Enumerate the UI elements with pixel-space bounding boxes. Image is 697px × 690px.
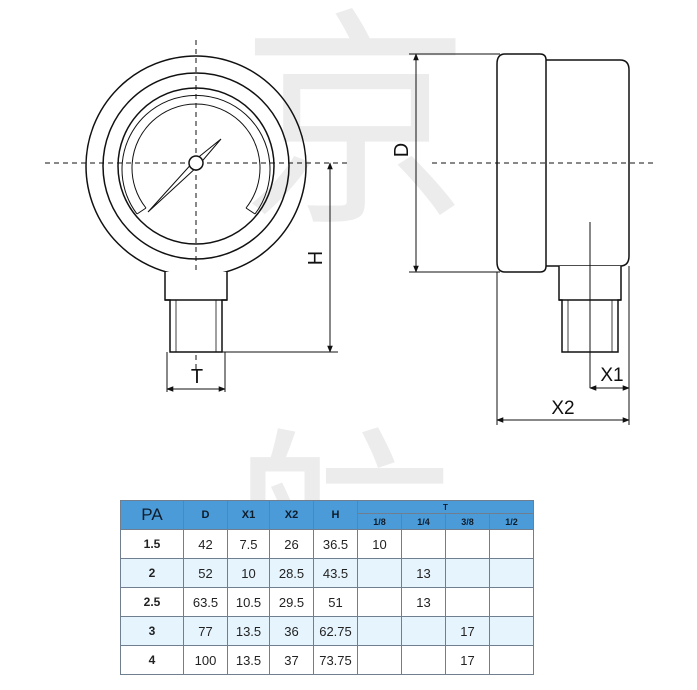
cell-x1: 7.5 xyxy=(227,529,270,559)
cell-pa: 4 xyxy=(120,645,184,675)
header-d: D xyxy=(183,500,228,530)
side-bezel xyxy=(496,53,547,273)
dimension-table: PA D X1 X2 H T 1/8 1/4 3/8 1/2 1.5 42 7.… xyxy=(120,499,534,675)
cell-x2: 36 xyxy=(269,616,314,646)
cell-t: 13 xyxy=(401,587,446,617)
cell-d: 52 xyxy=(183,558,228,588)
cell-t xyxy=(357,616,402,646)
scale-end-left xyxy=(136,207,147,215)
cell-x2: 37 xyxy=(269,645,314,675)
label-X2: X2 xyxy=(551,398,574,419)
cell-d: 100 xyxy=(183,645,228,675)
cell-d: 42 xyxy=(183,529,228,559)
label-X1: X1 xyxy=(600,365,623,386)
cell-t xyxy=(489,616,534,646)
side-case xyxy=(546,59,630,267)
cell-t: 13 xyxy=(401,558,446,588)
cell-t xyxy=(445,529,490,559)
dimension-X1 xyxy=(589,266,630,425)
cell-d: 77 xyxy=(183,616,228,646)
gauge-dial-rim xyxy=(117,87,275,245)
cell-pa: 2.5 xyxy=(120,587,184,617)
table-row: 4 100 13.5 37 73.75 17 xyxy=(120,645,534,675)
cell-t: 17 xyxy=(445,645,490,675)
cell-t xyxy=(445,558,490,588)
cell-pa: 1.5 xyxy=(120,529,184,559)
dimension-X2 xyxy=(496,272,630,425)
cell-t xyxy=(445,587,490,617)
cell-t xyxy=(489,529,534,559)
cell-x2: 28.5 xyxy=(269,558,314,588)
cell-x1: 10.5 xyxy=(227,587,270,617)
header-t-1-4: 1/4 xyxy=(401,513,446,530)
cell-t xyxy=(401,645,446,675)
table-row: 3 77 13.5 36 62.75 17 xyxy=(120,616,534,646)
dimension-D xyxy=(409,53,500,273)
cell-t xyxy=(357,587,402,617)
header-t-3-8: 3/8 xyxy=(445,513,490,530)
cell-pa: 2 xyxy=(120,558,184,588)
cell-t xyxy=(489,558,534,588)
scale-end-right xyxy=(245,207,256,215)
table-row: 2.5 63.5 10.5 29.5 51 13 xyxy=(120,587,534,617)
header-x1: X1 xyxy=(227,500,270,530)
front-stem xyxy=(164,272,228,353)
cell-x1: 13.5 xyxy=(227,616,270,646)
label-H: H xyxy=(305,251,327,265)
cell-x2: 26 xyxy=(269,529,314,559)
cell-pa: 3 xyxy=(120,616,184,646)
front-view xyxy=(45,40,350,370)
header-pa: PA xyxy=(120,500,184,530)
cell-x1: 13.5 xyxy=(227,645,270,675)
cell-h: 73.75 xyxy=(313,645,358,675)
cell-t xyxy=(401,616,446,646)
cell-t xyxy=(401,529,446,559)
cell-t xyxy=(489,587,534,617)
cell-d: 63.5 xyxy=(183,587,228,617)
gauge-scale-arc-inner xyxy=(131,103,261,209)
cell-h: 62.75 xyxy=(313,616,358,646)
gauge-scale-arc xyxy=(121,94,271,215)
gauge-needle-hub xyxy=(188,155,204,171)
gauge-bezel-ring xyxy=(102,72,290,260)
cell-t xyxy=(489,645,534,675)
side-view xyxy=(432,53,655,388)
cell-x1: 10 xyxy=(227,558,270,588)
header-t-1-8: 1/8 xyxy=(357,513,402,530)
header-x2: X2 xyxy=(269,500,314,530)
header-t: T xyxy=(357,499,534,515)
dimension-T xyxy=(166,352,226,392)
header-h: H xyxy=(313,500,358,530)
table-row: 2 52 10 28.5 43.5 13 xyxy=(120,558,534,588)
label-D: D xyxy=(391,143,413,157)
cell-h: 36.5 xyxy=(313,529,358,559)
header-t-1-2: 1/2 xyxy=(489,513,534,530)
label-T: T xyxy=(191,366,203,388)
gauge-technical-drawing: H T D X1 X2 xyxy=(45,40,655,425)
cell-h: 51 xyxy=(313,587,358,617)
cell-h: 43.5 xyxy=(313,558,358,588)
cell-t: 10 xyxy=(357,529,402,559)
cell-x2: 29.5 xyxy=(269,587,314,617)
cell-t: 17 xyxy=(445,616,490,646)
gauge-needle xyxy=(147,138,222,213)
cell-t xyxy=(357,558,402,588)
dimension-H xyxy=(222,162,338,353)
table-row: 1.5 42 7.5 26 36.5 10 xyxy=(120,529,534,559)
cell-t xyxy=(357,645,402,675)
